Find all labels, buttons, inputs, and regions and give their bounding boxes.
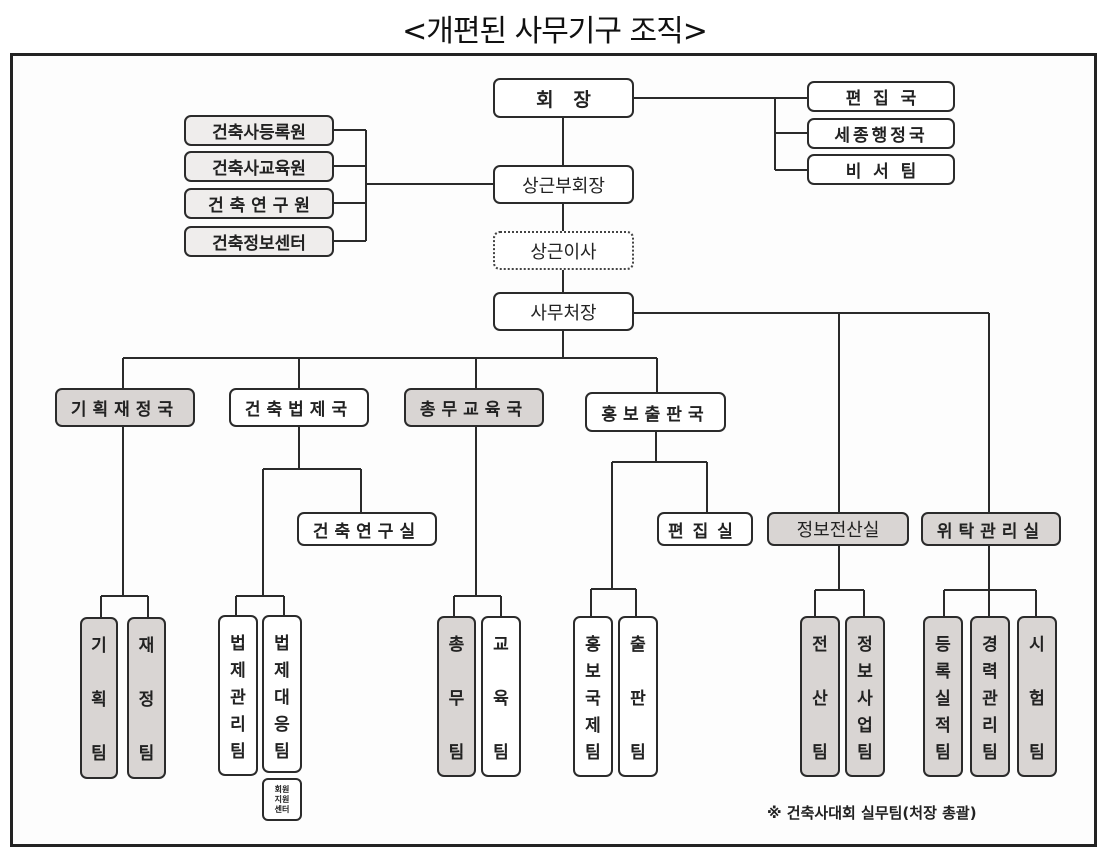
- secretary-team-box[interactable]: 비 서 팀: [807, 154, 955, 185]
- team-registration-records[interactable]: 등 록 실 적 팀: [923, 616, 963, 777]
- team-education[interactable]: 교 육 팀: [481, 616, 521, 777]
- executive-director-box[interactable]: 상근이사: [493, 231, 634, 270]
- team-publishing[interactable]: 출 판 팀: [618, 616, 658, 777]
- team-career-management[interactable]: 경 력 관 리 팀: [970, 616, 1010, 777]
- building-research-room[interactable]: 건축연구실: [297, 512, 437, 546]
- editorial-bureau-box[interactable]: 편 집 국: [807, 81, 955, 112]
- team-law-response[interactable]: 법 제 대 응 팀: [262, 615, 302, 773]
- editorial-room[interactable]: 편집실: [657, 512, 753, 546]
- team-planning[interactable]: 기 획 팀: [80, 617, 118, 779]
- bureau-planning-finance[interactable]: 기획재정국: [55, 388, 195, 427]
- team-exam[interactable]: 시 험 팀: [1017, 616, 1057, 777]
- bureau-general-education[interactable]: 총무교육국: [404, 388, 544, 427]
- footnote: ※ 건축사대회 실무팀(처장 총괄): [767, 804, 977, 822]
- secretary-general-box[interactable]: 사무처장: [493, 292, 634, 331]
- office-info-computing[interactable]: 정보전산실: [767, 512, 909, 546]
- team-law-management[interactable]: 법 제 관 리 팀: [218, 615, 258, 776]
- team-finance[interactable]: 재 정 팀: [127, 617, 166, 779]
- sejong-admin-bureau-box[interactable]: 세종행정국: [807, 118, 955, 149]
- bureau-pr-publishing[interactable]: 홍보출판국: [585, 392, 726, 432]
- team-general-affairs[interactable]: 총 무 팀: [437, 616, 476, 777]
- chart-title: <개편된 사무기구 조직>: [402, 14, 708, 49]
- institute-education-box[interactable]: 건축사교육원: [184, 151, 334, 182]
- office-consignment-management[interactable]: 위탁관리실: [921, 512, 1061, 546]
- institute-info-center-box[interactable]: 건축정보센터: [184, 226, 334, 257]
- institute-research-box[interactable]: 건 축 연 구 원: [184, 188, 334, 219]
- chairman-box[interactable]: 회 장: [493, 78, 634, 118]
- team-computing[interactable]: 전 산 팀: [800, 616, 840, 777]
- team-pr-international[interactable]: 홍 보 국 제 팀: [573, 616, 613, 777]
- institute-registration-box[interactable]: 건축사등록원: [184, 115, 334, 146]
- member-support-center-box[interactable]: 회원 지원 센터: [262, 778, 302, 821]
- bureau-building-law[interactable]: 건축법제국: [229, 388, 369, 427]
- vice-chairman-box[interactable]: 상근부회장: [493, 165, 634, 204]
- team-info-business[interactable]: 정 보 사 업 팀: [845, 616, 885, 777]
